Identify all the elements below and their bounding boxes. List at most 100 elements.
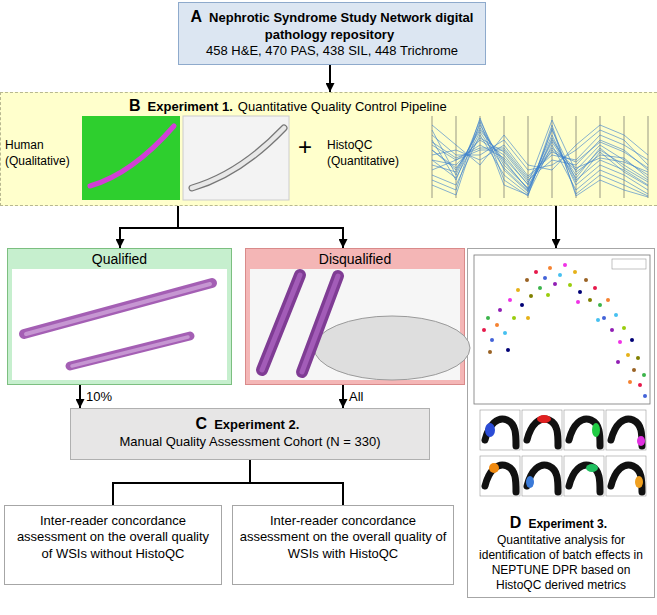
- batch-scatter-plot-part: [568, 283, 572, 287]
- parallel-coordinates-plot-part-part: [432, 142, 648, 178]
- qualified-slide-image-part: [12, 269, 227, 380]
- node-text: Qualified: [92, 251, 147, 267]
- parallel-coordinates-plot-part-part: [432, 128, 648, 189]
- embedding-panels-part-part: [489, 463, 499, 473]
- embedding-panels-part: [480, 410, 520, 450]
- embedding-panels-part-part: [537, 415, 551, 423]
- edge-label: All: [349, 390, 363, 404]
- batch-scatter-plot-part: [598, 303, 602, 307]
- batch-scatter-plot-part: [488, 350, 492, 354]
- parallel-coordinates-plot-part-part: [528, 116, 529, 198]
- connector-arrow: [120, 206, 178, 248]
- parallel-coordinates-plot-part-part: [432, 125, 648, 190]
- batch-scatter-plot-part: [630, 338, 634, 342]
- batch-scatter-plot-part: [578, 290, 582, 294]
- embedding-panels-part: [606, 410, 646, 450]
- batch-scatter-plot-part: [612, 259, 646, 269]
- embedding-panels-part: [480, 456, 520, 496]
- node-text: Quantitative Quality Control Pipeline: [238, 99, 447, 114]
- text-block: +: [298, 133, 312, 162]
- disqualified-panel: Disqualified: [245, 248, 465, 385]
- batch-scatter-plot-part: [628, 380, 632, 384]
- node-text: Inter-reader concordance assessment on t…: [17, 513, 209, 561]
- batch-scatter-plot-part: [512, 316, 516, 320]
- parallel-coordinates-plot-part-part: [552, 116, 553, 198]
- text-line: ANephrotic Syndrome Study Network digita…: [185, 7, 479, 43]
- batch-scatter-plot-part: [534, 270, 538, 274]
- parallel-coordinates-plot-part-part: [432, 130, 648, 170]
- parallel-coordinates-plot-part-part: [432, 138, 648, 182]
- embedding-panels-part-part: [611, 465, 642, 492]
- embedding-panels-part: [564, 410, 604, 450]
- connector-arrow: [250, 460, 343, 505]
- analysis-panel: D Experiment 3. Quantitative analysis for …: [467, 248, 655, 598]
- parallel-coordinates-plot-part-part: [432, 140, 648, 185]
- qualified-slide-image-part: [26, 284, 210, 334]
- embedding-panels-part-part: [564, 456, 604, 496]
- node-text: 458 H&E, 470 PAS, 438 SIL, 448 Trichrome: [206, 43, 458, 58]
- embedding-panels-part-part: [522, 410, 562, 450]
- node-text: Quantitative analysis for identification…: [479, 533, 643, 592]
- text-block: BExperiment 1.Quantitative Quality Contr…: [129, 96, 447, 115]
- text-line: Manual Quality Assessment Cohort (N = 33…: [77, 434, 423, 450]
- parallel-coordinates-plot-part-part: [624, 116, 625, 198]
- edge-label: 10%: [86, 390, 112, 404]
- node-text: Disqualified: [319, 251, 391, 267]
- disqualified-slide-image-part: [314, 316, 470, 380]
- parallel-coordinates-plot-part-part: [504, 116, 505, 198]
- parallel-coordinates-plot-part: [432, 118, 648, 197]
- parallel-coordinates-plot-part-part: [600, 116, 601, 198]
- batch-scatter-plot-part: [602, 316, 606, 320]
- batch-scatter-plot-part: [643, 394, 647, 398]
- node-text: HistoQC (Quantitative): [327, 138, 399, 168]
- batch-scatter-plot-part: [576, 300, 580, 304]
- connector-arrow: [342, 385, 344, 408]
- embedding-panels-part-part: [606, 456, 646, 496]
- text-line: Disqualified: [250, 251, 460, 269]
- parallel-coordinates-plot-part-part: [432, 135, 648, 176]
- embedding-panels-part-part: [586, 464, 598, 472]
- text-line: Inter-reader concordance assessment on t…: [239, 513, 447, 562]
- batch-scatter-plot-part: [516, 288, 520, 292]
- embedding-panels-part-part: [526, 476, 534, 488]
- embedding-panels: [480, 410, 646, 496]
- batch-scatter-plot-part: [525, 278, 529, 282]
- text-line: D Experiment 3.: [472, 513, 650, 533]
- parallel-coordinates-plot-part-part: [432, 118, 648, 196]
- batch-scatter-plot-part: [474, 255, 650, 404]
- parallel-coordinates-plot-part-part: [432, 140, 648, 180]
- text-block: Human (Qualitative): [5, 137, 79, 168]
- node-text: Experiment 2.: [214, 417, 299, 432]
- node-text: Experiment 3.: [528, 517, 607, 531]
- text-line: 458 H&E, 470 PAS, 438 SIL, 448 Trichrome: [185, 43, 479, 59]
- batch-scatter-plot-part: [632, 368, 636, 372]
- qualified-slide-image: [12, 269, 227, 380]
- result-box: Inter-reader concordance assessment on t…: [232, 505, 454, 585]
- batch-scatter-plot-part: [558, 273, 562, 277]
- grey-slide-thumbnail-part: [183, 116, 289, 200]
- batch-scatter-plot-part: [573, 270, 577, 274]
- node-text: D: [510, 514, 522, 531]
- grey-slide-thumbnail-part: [192, 128, 284, 188]
- batch-scatter-plot-part: [490, 338, 494, 342]
- batch-scatter-plot-part: [606, 298, 610, 302]
- connector-arrow: [79, 385, 81, 408]
- batch-scatter-plot-part: [546, 293, 550, 297]
- connector-arrow: [329, 65, 331, 93]
- embedding-panels-part-part: [480, 456, 520, 496]
- grey-slide-thumbnail-part: [192, 128, 284, 188]
- parallel-coordinates-plot-part: [432, 116, 648, 198]
- batch-scatter-plot-part: [593, 286, 597, 290]
- parallel-coordinates-plot-part-part: [648, 116, 649, 198]
- parallel-coordinates-plot-part-part: [432, 120, 648, 184]
- embedding-panels-part-part: [569, 419, 600, 446]
- embedding-panels-part-part: [527, 419, 558, 446]
- grey-slide-thumbnail: [183, 116, 289, 200]
- parallel-coordinates-plot-part-part: [432, 120, 648, 192]
- embedding-panels-part-part: [485, 419, 516, 446]
- node-text: Manual Quality Assessment Cohort (N = 33…: [119, 434, 380, 449]
- batch-scatter-plot-part: [529, 294, 533, 298]
- batch-scatter-plot-part: [636, 356, 640, 360]
- embedding-panels-part-part: [606, 410, 646, 450]
- batch-scatter-plot: [474, 255, 650, 404]
